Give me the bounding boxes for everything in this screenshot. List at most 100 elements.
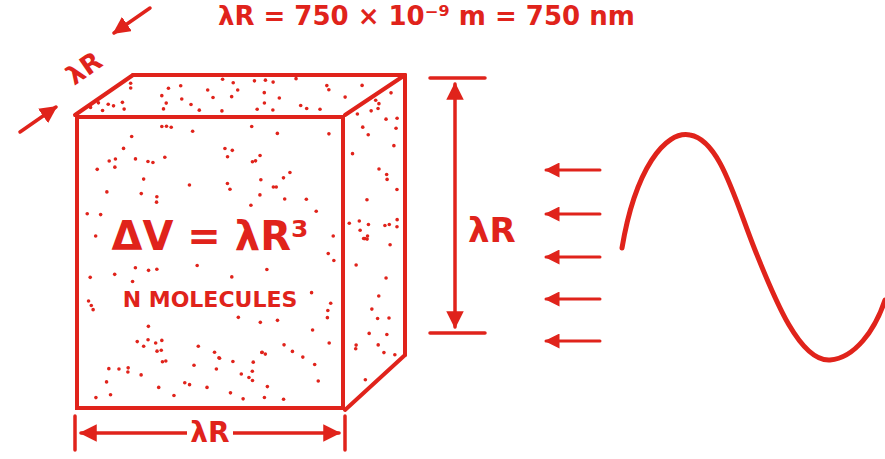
molecule-dot <box>215 367 219 371</box>
molecule-dot <box>236 88 240 92</box>
molecule-dot <box>329 301 333 305</box>
molecule-dot <box>305 197 309 201</box>
molecule-dot <box>326 309 330 313</box>
cube-front-face: ΔV = λR³N MOLECULES <box>75 115 345 410</box>
molecule-dot <box>205 386 209 390</box>
molecule-dot <box>250 125 254 129</box>
molecule-dot <box>87 299 91 303</box>
molecule-dot <box>358 219 362 223</box>
molecule-dot <box>264 352 268 356</box>
molecule-dot <box>327 88 331 92</box>
molecule-dot <box>318 107 322 111</box>
molecule-dot <box>162 107 166 111</box>
molecule-dot <box>365 198 369 202</box>
molecule-dot <box>376 317 380 321</box>
molecule-dot <box>89 304 93 308</box>
molecule-dot <box>91 308 95 312</box>
molecule-dot <box>211 96 215 100</box>
molecule-dot <box>316 379 320 383</box>
molecule-dot <box>113 273 117 277</box>
molecule-dot <box>377 102 381 106</box>
molecule-dot <box>301 355 305 359</box>
molecule-dot <box>161 360 165 364</box>
molecule-dot <box>367 332 371 336</box>
molecule-dot <box>387 316 391 320</box>
node-text: N MOLECULES <box>123 287 298 312</box>
molecule-dot <box>361 125 365 129</box>
molecule-dot <box>326 252 330 256</box>
molecule-dot <box>354 347 358 351</box>
width-dimension: λR <box>187 418 232 449</box>
molecule-dot <box>385 173 389 177</box>
molecule-dot <box>155 200 159 204</box>
molecule-dot <box>282 397 286 401</box>
molecule-dot <box>223 147 227 151</box>
molecule-dot <box>213 350 217 354</box>
molecule-dot <box>106 103 110 107</box>
molecule-dot <box>151 161 155 165</box>
molecule-dot <box>276 132 280 136</box>
molecule-dot <box>266 385 270 389</box>
molecule-dot <box>388 243 392 247</box>
molecule-dot <box>134 157 138 161</box>
molecule-dot <box>122 107 126 111</box>
molecule-dot <box>126 366 130 370</box>
molecule-dot <box>395 225 399 229</box>
molecule-dot <box>283 197 287 201</box>
molecule-dot <box>314 209 318 213</box>
molecule-dot <box>291 350 295 354</box>
molecule-dot <box>139 192 143 196</box>
molecule-dot <box>254 159 258 163</box>
molecule-dot <box>354 343 358 347</box>
molecule-dot <box>384 117 388 121</box>
molecule-dot <box>311 328 315 332</box>
molecule-dot <box>135 340 139 344</box>
molecule-dot <box>377 294 381 298</box>
molecule-dot <box>259 178 263 182</box>
molecule-dot <box>229 391 233 395</box>
molecule-dot <box>114 157 118 161</box>
molecule-dot <box>142 177 146 181</box>
molecule-dot <box>112 104 116 108</box>
molecule-dot <box>255 108 259 112</box>
molecule-dot <box>226 155 230 159</box>
cube-edges <box>75 75 405 410</box>
molecule-dot <box>129 86 133 90</box>
molecule-dot <box>395 188 399 192</box>
molecule-dot <box>167 86 171 90</box>
molecule-dot <box>228 187 232 191</box>
molecule-dot <box>231 81 235 85</box>
molecule-dot <box>258 193 262 197</box>
molecule-dot <box>253 79 257 83</box>
molecule-dot <box>85 212 89 216</box>
molecule-dot <box>134 266 138 270</box>
molecule-dot <box>351 152 355 156</box>
molecule-dot <box>163 155 167 159</box>
molecule-dot <box>263 396 267 400</box>
molecule-dot <box>265 268 269 272</box>
molecule-dot <box>393 353 397 357</box>
molecule-dot <box>288 171 292 175</box>
molecule-dot <box>385 178 389 182</box>
molecule-dot <box>264 78 268 82</box>
molecule-dot <box>395 116 399 120</box>
molecule-dot <box>262 91 266 95</box>
molecule-dot <box>251 360 255 364</box>
molecule-dot <box>327 341 331 345</box>
molecule-dot <box>299 104 303 108</box>
molecule-dot <box>387 223 391 227</box>
incoming-arrows <box>546 170 600 341</box>
molecule-dot <box>362 237 366 241</box>
molecule-dot <box>356 112 360 116</box>
molecule-dot <box>326 316 330 320</box>
molecule-dot <box>343 95 347 99</box>
molecule-dot <box>360 84 364 88</box>
molecule-dot <box>195 264 199 268</box>
molecule-dot <box>331 234 335 238</box>
molecule-dot <box>105 190 109 194</box>
molecule-dot <box>332 259 336 263</box>
molecule-dot <box>139 373 143 377</box>
molecule-dot <box>376 107 380 111</box>
molecule-dot <box>294 77 298 81</box>
molecule-dot <box>230 95 234 99</box>
